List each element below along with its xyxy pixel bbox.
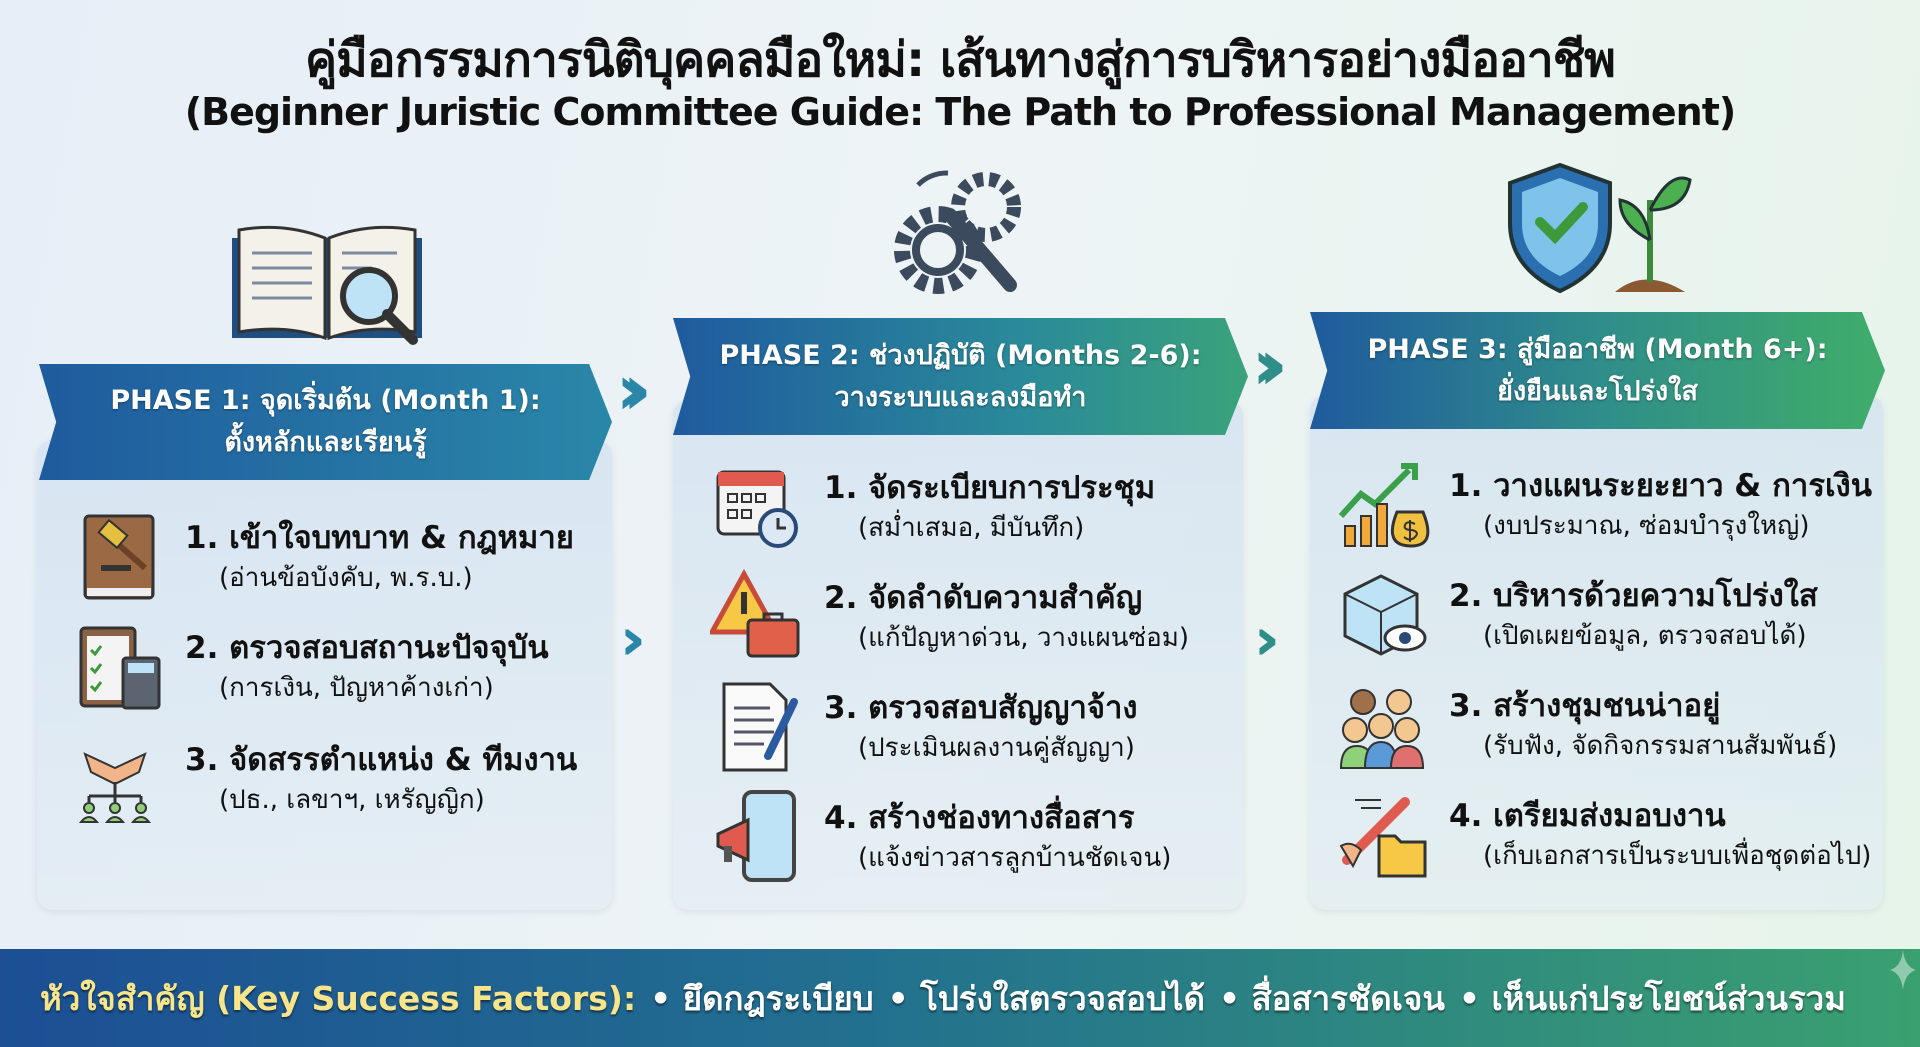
phase-1-step: 1. เข้าใจบทบาท & กฎหมาย (อ่านข้อบังคับ, พ…	[71, 508, 574, 604]
phase-3-step: 4. เตรียมส่งมอบงาน (เก็บเอกสารเป็นระบบเพื…	[1335, 786, 1871, 882]
phase-2-header: PHASE 2: ช่วงปฏิบัติ (Months 2-6): วางระ…	[673, 318, 1248, 435]
sparkle-icon	[1890, 950, 1916, 990]
factor: • โปร่งใสตรวจสอบได้	[887, 978, 1205, 1018]
step-detail: (งบประมาณ, ซ่อมบำรุงใหญ่)	[1483, 511, 1810, 541]
step-detail: (ปธ., เลขาฯ, เหรัญญิก)	[219, 785, 485, 815]
page-title: คู่มือกรรมการนิติบุคคลมือใหม่: เส้นทางสู…	[305, 32, 1616, 88]
phase-2-step: 3. ตรวจสอบสัญญาจ้าง (ประเมินผลงานคู่สัญญา…	[710, 678, 1138, 774]
step-detail: (สม่ำเสมอ, มีบันทึก)	[858, 513, 1085, 543]
phase-3-step: 2. บริหารด้วยความโปร่งใส (เปิดเผยข้อมูล, …	[1335, 566, 1818, 662]
factor: • เห็นแก่ประโยชน์ส่วนรวม	[1458, 978, 1846, 1018]
contract-pen-icon	[722, 682, 798, 772]
phase-title: PHASE 1: จุดเริ่มต้น (Month 1):	[110, 385, 541, 416]
step-detail: (การเงิน, ปัญหาค้างเก่า)	[219, 673, 494, 703]
flow-chevron-icon: ››	[1252, 324, 1287, 406]
handshake-team-icon	[78, 752, 152, 823]
step-title: 1. จัดระเบียบการประชุม	[824, 470, 1156, 506]
glass-cube-eye-icon	[1343, 574, 1427, 656]
phase-title: PHASE 3: สู่มืออาชีพ (Month 6+):	[1367, 333, 1828, 365]
step-detail: (แก้ปัญหาด่วน, วางแผนซ่อม)	[858, 623, 1190, 653]
step-detail: (ประเมินผลงานคู่สัญญา)	[858, 733, 1135, 763]
phase-2-step: 4. สร้างช่องทางสื่อสาร (แจ้งข่าวสารลูกบ้า…	[710, 788, 1171, 884]
law-book-gavel-icon	[83, 514, 155, 600]
open-book-magnifier-icon	[232, 225, 422, 345]
factor: • สื่อสารชัดเจน	[1218, 978, 1445, 1018]
calendar-clock-icon	[716, 470, 798, 548]
factor: • ยึดกฎระเบียบ	[650, 978, 874, 1018]
phase-subtitle: ยั่งยืนและโปร่งใส	[1497, 375, 1698, 407]
step-title: 2. ตรวจสอบสถานะปัจจุบัน	[185, 630, 549, 666]
key-success-factors-bar: หัวใจสำคัญ (Key Success Factors): • ยึดก…	[0, 949, 1920, 1047]
phase-3-step: 1. วางแผนระยะยาว & การเงิน (งบประมาณ, ซ่อ…	[1335, 456, 1872, 552]
growth-chart-money-icon	[1338, 463, 1430, 548]
step-detail: (แจ้งข่าวสารลูกบ้านชัดเจน)	[858, 843, 1172, 873]
checklist-calculator-icon	[79, 626, 161, 710]
phone-megaphone-icon	[716, 790, 796, 882]
warning-toolbox-icon	[710, 568, 800, 658]
key-label: หัวใจสำคัญ (Key Success Factors):	[40, 978, 637, 1018]
step-title: 3. ตรวจสอบสัญญาจ้าง	[824, 690, 1138, 726]
baton-folder-icon	[1339, 797, 1427, 878]
phase-3-panel	[1310, 395, 1883, 910]
phase-2-step: 2. จัดลำดับความสำคัญ (แก้ปัญหาด่วน, วางแผ…	[710, 568, 1189, 664]
step-detail: (รับฟัง, จัดกิจกรรมสานสัมพันธ์)	[1483, 731, 1838, 761]
phase-3-step: 3. สร้างชุมชนน่าอยู่ (รับฟัง, จัดกิจกรรมส…	[1335, 676, 1837, 772]
step-detail: (อ่านข้อบังคับ, พ.ร.บ.)	[219, 563, 473, 593]
phase-subtitle: วางระบบและลงมือทำ	[834, 381, 1087, 413]
phase-3-header: PHASE 3: สู่มืออาชีพ (Month 6+): ยั่งยืน…	[1310, 312, 1885, 429]
step-title: 4. เตรียมส่งมอบงาน	[1449, 798, 1726, 834]
phase-1-step: 2. ตรวจสอบสถานะปัจจุบัน (การเงิน, ปัญหาค้…	[71, 618, 549, 714]
phase-1-header: PHASE 1: จุดเริ่มต้น (Month 1): ตั้งหลัก…	[39, 364, 612, 480]
step-title: 3. จัดสรรตำแหน่ง & ทีมงาน	[185, 742, 578, 778]
flow-chevron-icon: ››	[1254, 605, 1279, 673]
phase-2-step: 1. จัดระเบียบการประชุม (สม่ำเสมอ, มีบันทึ…	[710, 458, 1155, 554]
phase-subtitle: ตั้งหลักและเรียนรู้	[224, 427, 427, 458]
phase-1-step: 3. จัดสรรตำแหน่ง & ทีมงาน (ปธ., เลขาฯ, เห…	[71, 730, 577, 826]
step-detail: (เก็บเอกสารเป็นระบบเพื่อชุดต่อไป)	[1483, 841, 1872, 871]
flow-chevron-icon: ››	[616, 349, 651, 431]
step-title: 4. สร้างช่องทางสื่อสาร	[824, 800, 1135, 836]
step-title: 1. วางแผนระยะยาว & การเงิน	[1449, 468, 1872, 504]
step-title: 2. จัดลำดับความสำคัญ	[824, 580, 1143, 616]
page-subtitle: (Beginner Juristic Committee Guide: The …	[184, 90, 1736, 134]
phase-title: PHASE 2: ช่วงปฏิบัติ (Months 2-6):	[719, 339, 1202, 371]
step-title: 1. เข้าใจบทบาท & กฎหมาย	[185, 520, 574, 556]
community-people-icon	[1339, 689, 1425, 769]
step-title: 2. บริหารด้วยความโปร่งใส	[1449, 578, 1818, 614]
step-detail: (เปิดเผยข้อมูล, ตรวจสอบได้)	[1483, 621, 1807, 651]
flow-chevron-icon: ››	[620, 605, 645, 673]
step-title: 3. สร้างชุมชนน่าอยู่	[1449, 688, 1721, 724]
gears-wrench-icon	[894, 170, 1021, 294]
shield-check-plant-icon	[1508, 162, 1692, 294]
